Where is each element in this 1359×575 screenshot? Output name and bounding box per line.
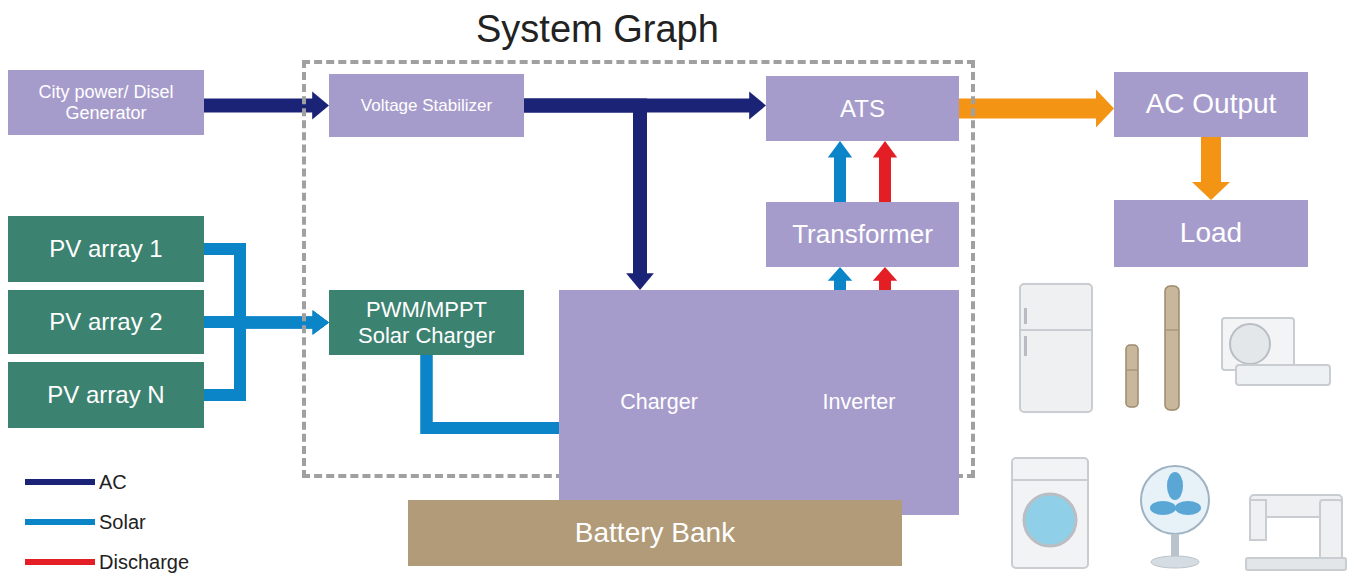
- box-label: AC Output: [1146, 88, 1277, 120]
- arrow-head: [313, 310, 329, 334]
- power-line: [204, 92, 329, 120]
- fan-icon: [1141, 466, 1209, 568]
- box-label: PV array N: [47, 381, 164, 409]
- switch-box: ATS: [766, 76, 959, 141]
- power-line-path: [834, 280, 846, 290]
- charger-inverter-box: ChargerInverter: [559, 290, 959, 515]
- power-line: [873, 141, 897, 202]
- legend-swatch: [25, 479, 95, 485]
- legend-label: AC: [99, 471, 127, 494]
- box-label: Load: [1180, 217, 1242, 249]
- box-label: Battery Bank: [575, 517, 735, 549]
- power-line-path: [959, 99, 1097, 119]
- arrow-head: [873, 267, 897, 281]
- solar-charger-box: PWM/MPPT Solar Charger: [329, 290, 524, 355]
- legend-entry: Solar: [25, 510, 146, 534]
- power-line-path: [879, 280, 891, 290]
- power-line-path: [204, 99, 313, 113]
- arrow-head: [828, 141, 852, 157]
- arrow-head: [313, 310, 329, 334]
- power-line-path: [524, 106, 640, 275]
- power-line-path: [204, 249, 314, 323]
- power-line: [828, 141, 852, 202]
- power-line: [873, 267, 897, 290]
- stabilizer-box: Voltage Stabilizer: [329, 74, 524, 137]
- arrow-head: [749, 92, 766, 120]
- power-line: [204, 310, 329, 395]
- power-line-path: [204, 323, 314, 396]
- arrow-head: [626, 273, 654, 290]
- battery-box: Battery Bank: [408, 500, 902, 566]
- arrow-head: [312, 92, 329, 120]
- box-label: Transformer: [792, 220, 933, 250]
- washing-machine-icon: [1012, 458, 1088, 568]
- legend-entry: Discharge: [25, 550, 189, 574]
- load-box: Load: [1114, 200, 1308, 267]
- transformer-box: Transformer: [766, 202, 959, 267]
- power-line-path: [834, 156, 846, 202]
- power-line-path: [879, 156, 891, 202]
- fridge-icon: [1020, 284, 1092, 412]
- arrow-head: [828, 267, 852, 281]
- legend-entry: AC: [25, 470, 127, 494]
- arrow-head: [1096, 90, 1114, 128]
- pv-array-box: PV array 1: [8, 216, 204, 282]
- box-label: PV array 2: [49, 308, 162, 336]
- power-line-path: [1201, 137, 1221, 183]
- legend-swatch: [25, 519, 95, 525]
- arrow-head: [313, 310, 329, 334]
- box-label: PV array 1: [49, 235, 162, 263]
- pump-icon: [1126, 286, 1179, 410]
- box-label: ATS: [840, 95, 885, 123]
- box-label: City power/ Disel Generator: [36, 82, 176, 123]
- box-label: Inverter: [759, 390, 959, 415]
- source-box: City power/ Disel Generator: [8, 70, 204, 135]
- power-line: [1192, 137, 1230, 200]
- legend-label: Discharge: [99, 551, 189, 574]
- air-conditioner-icon: [1222, 318, 1330, 385]
- power-line: [524, 106, 654, 291]
- output-box: AC Output: [1114, 72, 1308, 137]
- box-label: Charger: [559, 390, 759, 415]
- system-boundary: System GraphVoltage StabilizerATSTransfo…: [302, 60, 975, 478]
- power-line: [959, 90, 1114, 128]
- pv-array-box: PV array N: [8, 362, 204, 428]
- legend-swatch: [25, 559, 95, 565]
- power-line: [828, 267, 852, 290]
- legend-label: Solar: [99, 511, 146, 534]
- pv-array-box: PV array 2: [8, 290, 204, 354]
- arrow-head: [1192, 182, 1230, 200]
- arrow-head: [873, 141, 897, 157]
- box-label: PWM/MPPT Solar Charger: [352, 297, 502, 348]
- region-heading: System Graph: [476, 8, 719, 52]
- sewing-machine-icon: [1246, 495, 1346, 570]
- box-label: Voltage Stabilizer: [361, 96, 492, 116]
